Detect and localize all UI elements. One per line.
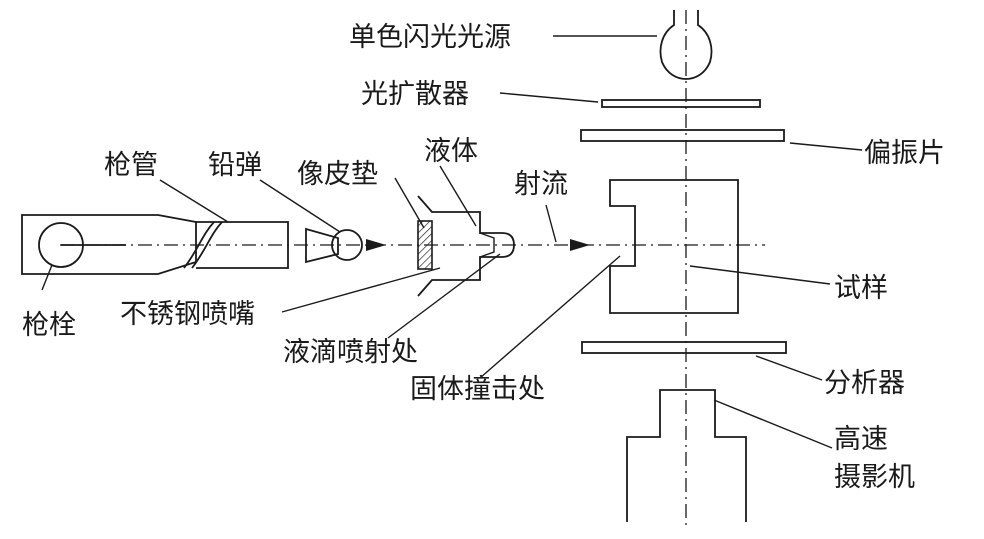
leader-line-droplet-spray [387, 253, 501, 339]
leader-line-polarizer [789, 142, 863, 151]
label-barrel: 枪管 [104, 150, 158, 181]
label-jet: 射流 [514, 169, 568, 200]
gun-barrel [183, 221, 289, 269]
leader-line-jet [545, 204, 557, 243]
label-analyzer: 分析器 [824, 368, 905, 399]
light-diffuser [601, 99, 761, 108]
leader-line-solid-impact [479, 255, 621, 379]
label-camera-line1: 高速 [834, 424, 888, 455]
leader-line-bolt [41, 264, 53, 291]
leader-line-bullet [259, 179, 341, 233]
lead-bullet [305, 227, 363, 264]
stainless-steel-nozzle [417, 195, 515, 297]
label-polarizer: 偏振片 [864, 138, 945, 169]
high-speed-camera [626, 389, 747, 522]
polarizer [580, 129, 785, 142]
label-lead-bullet: 铅弹 [208, 150, 262, 181]
label-flash-source: 单色闪光光源 [349, 22, 511, 53]
label-specimen: 试样 [834, 273, 888, 304]
label-diffuser: 光扩散器 [361, 79, 469, 110]
specimen [609, 179, 739, 314]
analyzer [581, 341, 787, 354]
label-droplet-spray: 液滴喷射处 [283, 337, 418, 368]
flash-light-source [659, 10, 713, 80]
label-bolt: 枪栓 [22, 310, 76, 341]
leader-line-barrel [159, 179, 229, 223]
label-rubber-pad: 像皮垫 [297, 159, 378, 190]
label-liquid: 液体 [424, 136, 478, 167]
leader-line-analyzer [755, 355, 823, 381]
jet-direction-arrow [570, 239, 590, 251]
leader-line-rubber-pad [394, 177, 425, 229]
label-camera-line2: 摄影机 [834, 462, 915, 493]
leader-line-diffuser [499, 92, 599, 103]
leader-line-camera [713, 399, 833, 449]
leader-line-specimen [689, 265, 831, 285]
leader-line-nozzle [281, 267, 441, 313]
leader-line-liquid [439, 165, 477, 227]
rubber-pad [417, 220, 433, 270]
bullet-direction-arrow [366, 239, 386, 251]
label-solid-impact: 固体撞击处 [410, 374, 545, 405]
label-steel-nozzle: 不锈钢喷嘴 [120, 299, 255, 330]
